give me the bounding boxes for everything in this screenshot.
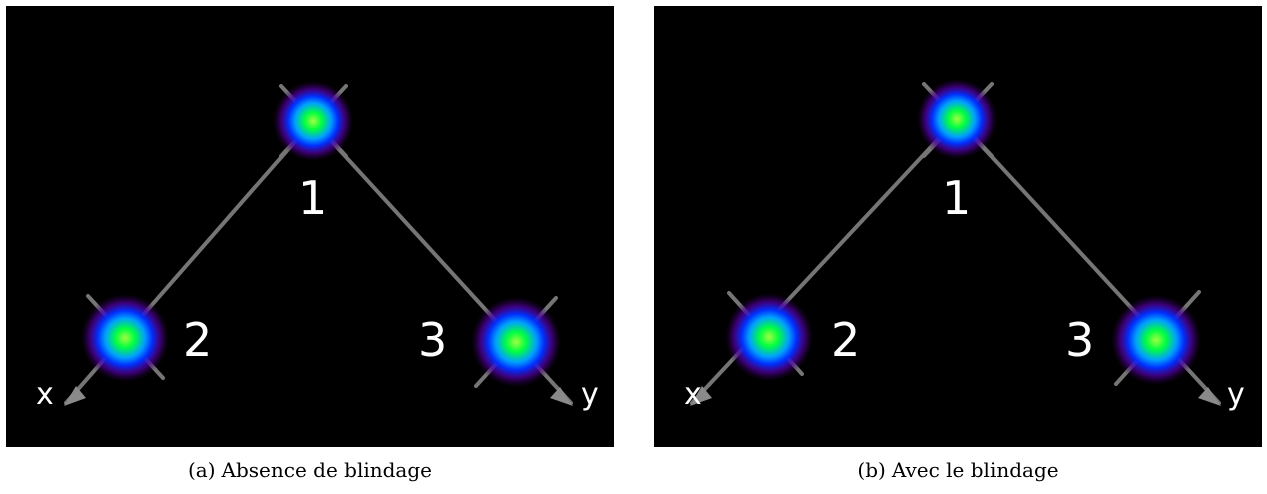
panel-b: 1 2 3 x y: [654, 6, 1262, 447]
caption-text-b: Avec le blindage: [892, 458, 1059, 482]
beam-spot-3: [1111, 295, 1201, 385]
beam-spot-1: [273, 81, 353, 161]
caption-tag-b: (b): [857, 458, 885, 482]
beam-spot-2: [81, 294, 169, 382]
spot-label-1: 1: [298, 171, 327, 225]
beam-image-b: 1 2 3 x y: [654, 6, 1262, 447]
panel-a: 1 2 3 x y: [6, 6, 614, 447]
caption-b: (b) Avec le blindage: [654, 458, 1262, 482]
caption-text-a: Absence de blindage: [222, 458, 432, 482]
axis-label-y: y: [1227, 377, 1245, 412]
spot-label-2: 2: [183, 313, 212, 367]
spot-label-3: 3: [418, 313, 447, 367]
spot-label-3: 3: [1065, 313, 1094, 367]
axis-label-y: y: [581, 377, 599, 412]
caption-a: (a)Absence de blindage: [6, 458, 614, 482]
axis-label-x: x: [36, 377, 54, 412]
spot-label-2: 2: [831, 313, 860, 367]
beam-spot-3: [471, 297, 561, 387]
caption-tag-a: (a): [188, 458, 216, 482]
axis-label-x: x: [684, 377, 702, 412]
spot-label-1: 1: [942, 171, 971, 225]
beam-spot-2: [725, 293, 813, 381]
beam-spot-1: [917, 79, 997, 159]
beam-image-a: 1 2 3 x y: [6, 6, 614, 447]
